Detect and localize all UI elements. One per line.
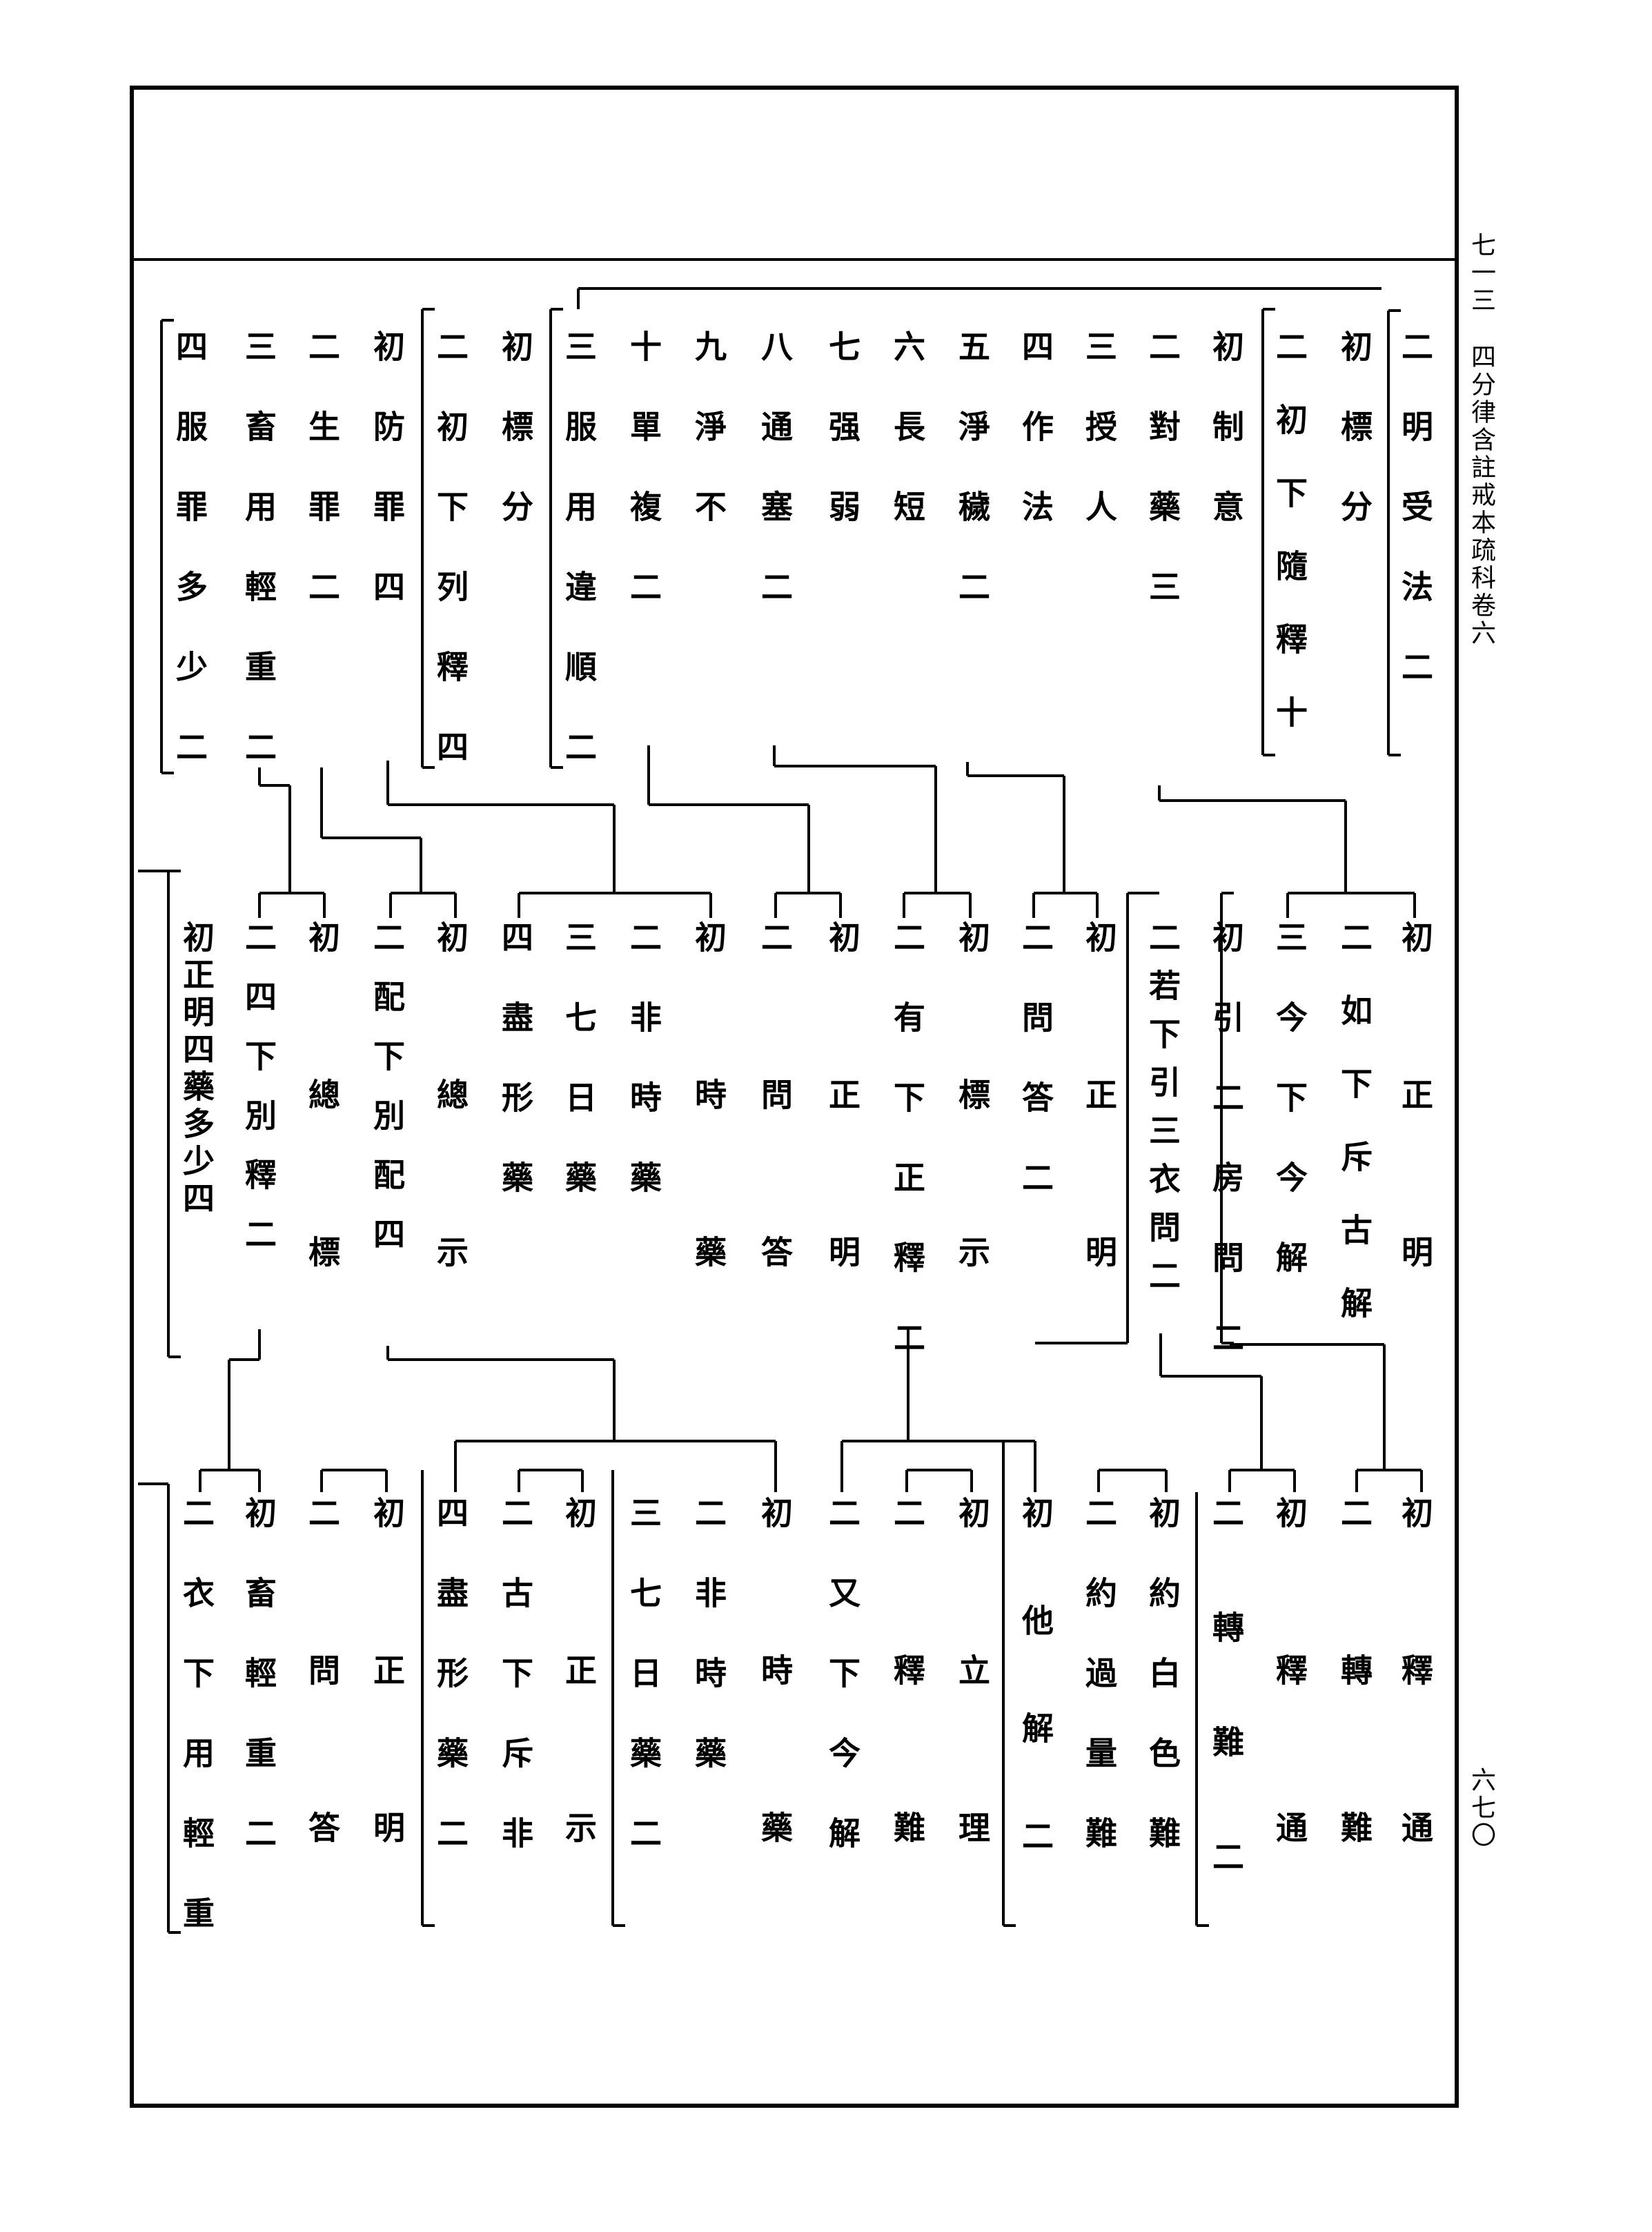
outline-node-m15: 四盡形藥 — [497, 921, 534, 1241]
outline-node-r8: 五淨穢二 — [954, 330, 991, 650]
outline-node-b4: 二轉難二 — [1208, 1496, 1245, 1955]
outline-node-b11: 初時藥 — [756, 1496, 794, 1968]
outline-node-r9: 六長短 — [889, 330, 926, 570]
outline-node-r14: 三服用違順二 — [560, 330, 598, 810]
book-title: 四分律含註戒本疏科卷六 — [1467, 344, 1495, 647]
outline-node-m11: 二問答 — [756, 921, 794, 1393]
outline-node-b16: 四盡形藥二 — [432, 1496, 469, 1897]
outline-node-r20: 四服罪多少二 — [171, 330, 208, 810]
outline-node-m18: 初總標 — [304, 921, 341, 1393]
header-rule — [130, 258, 1459, 261]
outline-node-r15: 初標分 — [497, 330, 534, 570]
outline-node-b9: 二釋難 — [889, 1496, 926, 1968]
outline-node-m17: 二配下別配四 — [368, 921, 406, 1277]
mid-tier-brackets — [138, 745, 1416, 1358]
top-tier-brackets — [160, 287, 1401, 774]
outline-node-m8: 初標示 — [954, 921, 991, 1393]
outline-node-b13: 三七日藥二 — [625, 1496, 662, 1897]
outline-node-b18: 二問答 — [304, 1496, 341, 1968]
outline-node-b19: 初畜輕重二 — [240, 1496, 277, 1897]
outline-node-b7: 初他解二 — [1017, 1496, 1054, 1927]
outline-node-m7: 二問答二 — [1017, 921, 1054, 1241]
outline-node-b17: 初正明 — [368, 1496, 406, 1968]
outline-node-m5: 二若下引三衣問二 — [1144, 921, 1181, 1307]
outline-node-r7: 四作法 — [1017, 330, 1054, 570]
outline-node-r12: 九淨不 — [690, 330, 727, 570]
outline-node-b5: 初約白色難 — [1144, 1496, 1181, 1897]
outline-node-m12: 初時藥 — [690, 921, 727, 1393]
outline-node-r10: 七强弱 — [824, 330, 861, 570]
outline-node-r17: 初防罪四 — [368, 330, 406, 650]
outline-node-b6: 二約過量難 — [1081, 1496, 1118, 1897]
outline-node-b15: 二古下斥非 — [497, 1496, 534, 1897]
outline-node-r4: 初制意 — [1208, 330, 1245, 570]
outline-node-r18: 二生罪二 — [304, 330, 341, 650]
outline-node-m20: 初正明四藥多少四 — [178, 921, 215, 1219]
outline-node-b12: 二非時藥 — [690, 1496, 727, 1817]
volume-number: 七一三 — [1467, 232, 1495, 315]
outline-node-m2: 二如下斥古解 — [1336, 921, 1373, 1360]
outline-node-r2: 初標分 — [1336, 330, 1373, 570]
outline-node-b1: 初釋通 — [1397, 1496, 1434, 1968]
outline-node-b20: 二衣下用輕重 — [178, 1496, 215, 1977]
outline-node-r16: 二初下列釋四 — [432, 330, 469, 810]
outline-node-r6: 三授人 — [1081, 330, 1118, 570]
page-frame — [130, 86, 1459, 2108]
outline-node-m1: 初正明 — [1397, 921, 1434, 1393]
outline-node-m13: 二非時藥 — [625, 921, 662, 1241]
bottom-tier-brackets — [138, 1329, 1423, 1934]
outline-node-b14: 初正示 — [560, 1496, 598, 1968]
outline-node-b10: 二又下今解 — [824, 1496, 861, 1897]
outline-node-m3: 三今下今解 — [1271, 921, 1308, 1321]
outline-node-m6: 初正明 — [1081, 921, 1118, 1393]
outline-node-r5: 二對藥三 — [1144, 330, 1181, 650]
outline-node-m10: 初正明 — [824, 921, 861, 1393]
outline-node-m9: 二有下正釋二 — [889, 921, 926, 1401]
outline-node-r1: 二明受法二 — [1397, 330, 1434, 730]
outline-node-r11: 八通塞二 — [756, 330, 794, 650]
outline-node-m14: 三七日藥 — [560, 921, 598, 1241]
outline-node-m4: 初引二房問二 — [1208, 921, 1245, 1401]
page-number: 六七〇 — [1467, 1767, 1495, 1850]
outline-node-b8: 初立理 — [954, 1496, 991, 1968]
outline-node-b3: 初釋通 — [1271, 1496, 1308, 1968]
outline-node-b2: 二轉難 — [1336, 1496, 1373, 1968]
outline-node-r13: 十單複二 — [625, 330, 662, 650]
outline-node-r19: 三畜用輕重二 — [240, 330, 277, 810]
outline-node-r3: 二初下隨釋十 — [1271, 330, 1308, 769]
outline-node-m16: 初總示 — [432, 921, 469, 1393]
outline-node-m19: 二四下別釋二 — [240, 921, 277, 1277]
